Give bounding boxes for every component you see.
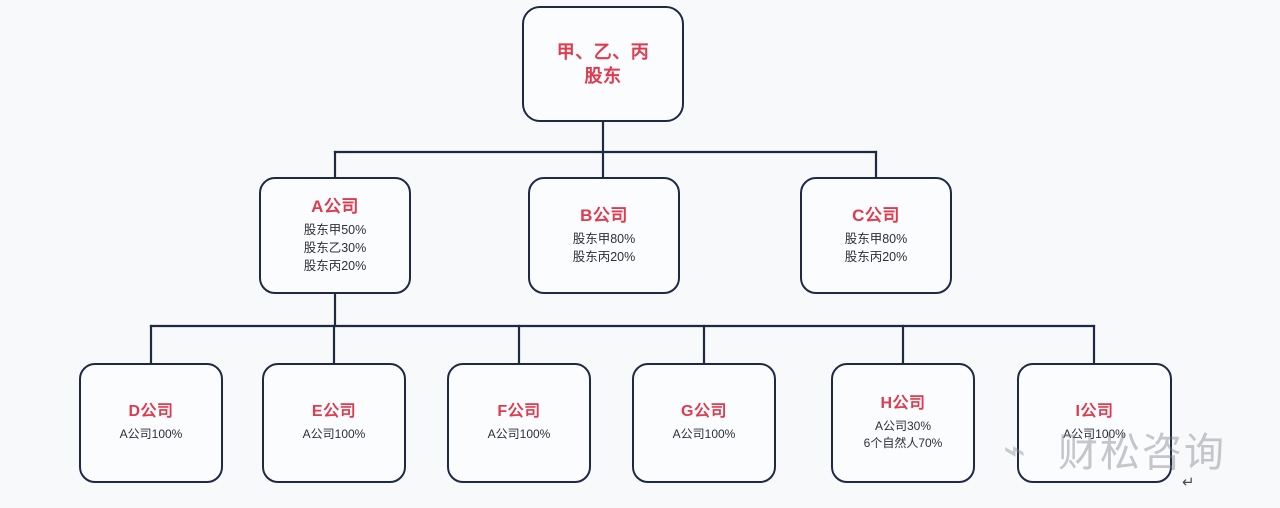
node-title: A公司: [311, 196, 359, 216]
node-title-line1: 甲、乙、丙: [556, 41, 650, 62]
node-company-h[interactable]: H公司 A公司30% 6个自然人70%: [831, 363, 975, 483]
node-detail-line: 股东丙20%: [572, 250, 636, 265]
node-title: H公司: [880, 394, 926, 412]
node-detail-line: A公司100%: [302, 427, 366, 442]
node-title: D公司: [128, 403, 174, 421]
node-title: G公司: [681, 403, 727, 421]
node-details: A公司100%: [488, 426, 551, 443]
node-details: A公司100%: [1063, 426, 1126, 443]
node-company-e[interactable]: E公司 A公司100%: [262, 363, 406, 483]
node-company-d[interactable]: D公司 A公司100%: [79, 363, 223, 483]
node-company-b[interactable]: B公司 股东甲80% 股东丙20%: [528, 177, 680, 294]
node-detail-line: 股东甲50%: [303, 222, 367, 237]
node-detail-line: 股东甲80%: [572, 232, 636, 246]
node-company-a[interactable]: A公司 股东甲50% 股东乙30% 股东丙20%: [259, 177, 411, 294]
node-detail-line: A公司30%: [874, 418, 931, 433]
node-detail-line: A公司100%: [487, 427, 551, 442]
node-details: A公司30% 6个自然人70%: [864, 418, 943, 453]
node-details: A公司100%: [303, 426, 366, 443]
node-title: C公司: [852, 205, 900, 225]
node-detail-line: 股东丙20%: [844, 250, 908, 265]
node-details: A公司100%: [673, 426, 736, 443]
node-title: F公司: [497, 403, 541, 421]
node-details: 股东甲80% 股东丙20%: [845, 230, 908, 266]
node-company-g[interactable]: G公司 A公司100%: [632, 363, 776, 483]
node-detail-line: 6个自然人70%: [863, 436, 943, 450]
node-detail-line: A公司100%: [1063, 427, 1126, 442]
node-detail-line: 股东乙30%: [303, 241, 367, 256]
node-details: A公司100%: [120, 426, 183, 443]
node-company-i[interactable]: I公司 A公司100%: [1017, 363, 1172, 483]
node-company-f[interactable]: F公司 A公司100%: [447, 363, 591, 483]
node-detail-line: 股东甲80%: [844, 232, 908, 246]
node-title: 甲、乙、丙 股东: [557, 39, 650, 90]
node-shareholders-root[interactable]: 甲、乙、丙 股东: [522, 6, 684, 122]
node-title-line2: 股东: [584, 66, 622, 86]
node-title: I公司: [1075, 403, 1114, 421]
node-company-c[interactable]: C公司 股东甲80% 股东丙20%: [800, 177, 952, 294]
node-detail-line: A公司100%: [119, 427, 183, 442]
paragraph-mark-icon: ↵: [1182, 474, 1195, 491]
node-detail-line: 股东丙20%: [303, 259, 367, 274]
node-details: 股东甲80% 股东丙20%: [573, 230, 636, 266]
node-details: 股东甲50% 股东乙30% 股东丙20%: [304, 221, 367, 275]
node-title: E公司: [311, 403, 357, 421]
node-detail-line: A公司100%: [672, 427, 736, 442]
node-title: B公司: [580, 205, 628, 225]
